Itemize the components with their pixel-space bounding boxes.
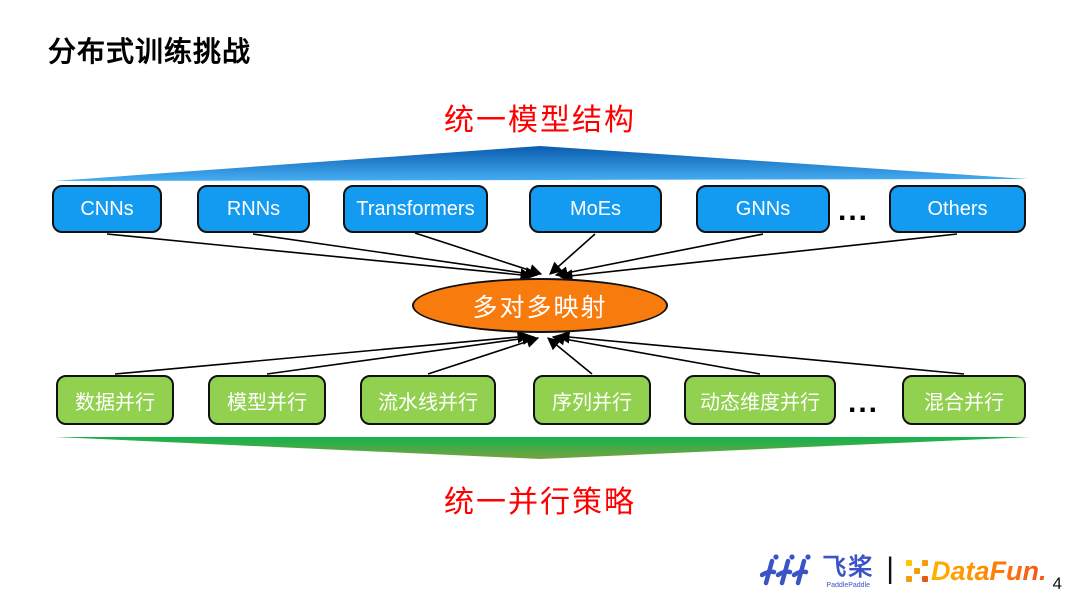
parallel-row-ellipsis: ... — [848, 386, 880, 419]
paddlepaddle-logo: 飞桨 PaddlePaddle — [760, 553, 874, 589]
datafun-mosaic-icon — [906, 560, 929, 582]
paddlepaddle-wordmark: 飞桨 PaddlePaddle — [822, 554, 875, 590]
footer-logos: 飞桨 PaddlePaddle | DataFun. 4 — [760, 548, 1062, 594]
arrow-data-parallel-to-center — [114, 330, 531, 375]
model-box-rnns: RNNs — [197, 185, 310, 233]
parallel-box-sequence: 序列并行 — [533, 375, 651, 425]
green-wedge-shape — [55, 437, 1030, 459]
model-box-transformers: Transformers — [343, 185, 488, 233]
paddlepaddle-mark-icon — [760, 554, 811, 586]
paddle-cn-name: 飞桨 — [822, 554, 875, 581]
arrow-model-parallel-to-center — [266, 332, 536, 375]
arrow-gnns-to-center — [554, 233, 764, 280]
arrow-transformers-to-center — [414, 232, 543, 277]
arrow-pipeline-parallel-to-center — [427, 335, 540, 375]
paddle-en-name: PaddlePaddle — [826, 582, 871, 589]
model-box-cnns: CNNs — [52, 185, 162, 233]
unified-parallel-strategy-label: 统一并行策略 — [444, 486, 636, 519]
datafun-logo: DataFun. — [906, 556, 1047, 587]
blue-wedge-shape — [55, 146, 1028, 181]
arrow-hybrid-parallel-to-center — [556, 330, 965, 375]
arrow-others-to-center — [559, 233, 958, 283]
parallel-box-dynamic-dim: 动态维度并行 — [684, 375, 836, 425]
parallel-box-pipeline: 流水线并行 — [360, 375, 496, 425]
arrow-dynamic-dim-parallel-to-center — [551, 332, 761, 375]
parallel-box-data: 数据并行 — [56, 375, 174, 425]
logo-separator: | — [886, 552, 895, 585]
many-to-many-mapping-node: 多对多映射 — [412, 278, 668, 333]
parallel-box-hybrid: 混合并行 — [902, 375, 1026, 425]
model-box-others: Others — [889, 185, 1026, 233]
model-box-moes: MoEs — [529, 185, 662, 233]
arrow-rnns-to-center — [252, 233, 539, 280]
datafun-wordmark: DataFun. — [931, 555, 1047, 586]
model-box-gnns: GNNs — [696, 185, 830, 233]
unified-model-structure-label: 统一模型结构 — [444, 104, 636, 137]
page-number: 4 — [1052, 574, 1062, 593]
parallel-box-model: 模型并行 — [208, 375, 326, 425]
arrow-cnns-to-center — [106, 233, 534, 282]
slide-title: 分布式训练挑战 — [48, 36, 252, 67]
model-row-ellipsis: ... — [838, 194, 870, 227]
